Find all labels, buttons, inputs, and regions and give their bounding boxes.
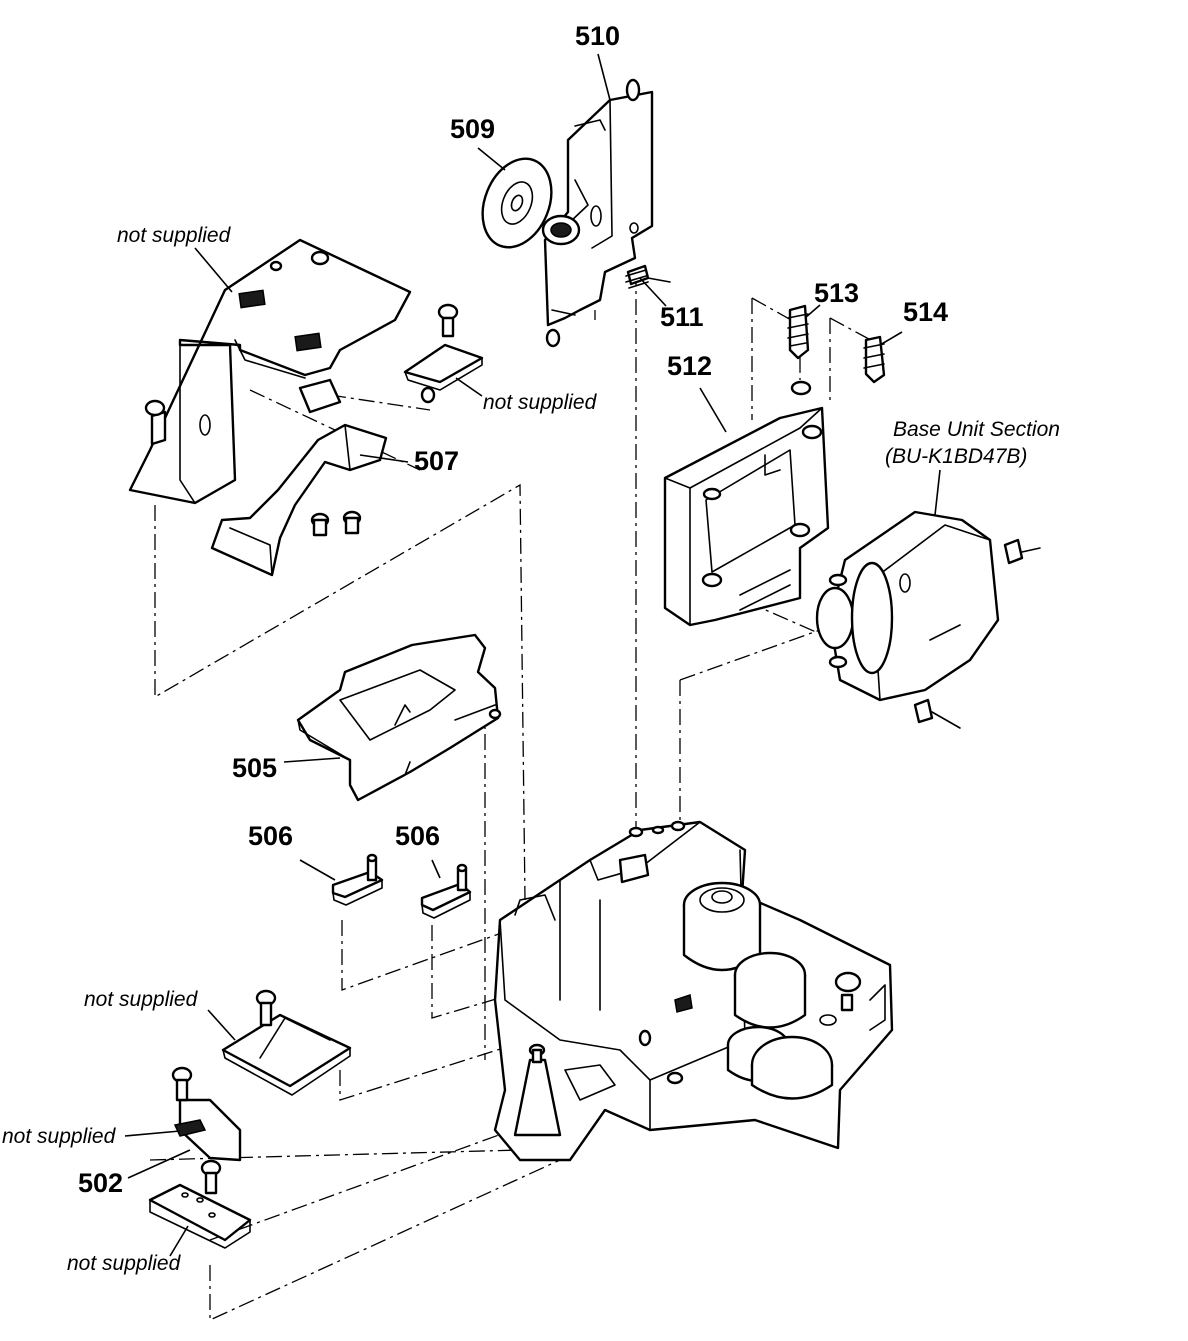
part-507-lever [210,423,388,577]
note-not-supplied-bottom: not supplied [67,1252,182,1275]
part-506-pin-right [420,863,472,919]
top-bracket-not-supplied [128,238,412,505]
main-chassis [493,820,894,1162]
label-507: 507 [414,446,459,476]
part-505-slider [296,633,502,802]
label-502: 502 [78,1168,123,1198]
note-labels: not supplied not supplied not supplied n… [2,224,1060,1275]
note-base-unit-title: Base Unit Section [893,418,1060,441]
part-511-spring [625,264,671,289]
small-plate-not-supplied [403,303,484,404]
label-512: 512 [667,351,712,381]
part-513-spring [787,304,810,360]
label-506-left: 506 [248,821,293,851]
label-509: 509 [450,114,495,144]
part-509-disc [481,157,581,249]
part-506-pin-left [331,853,384,906]
label-511: 511 [660,302,704,332]
part-number-labels: 510 509 511 512 513 514 507 505 506 506 … [78,21,948,1198]
label-506-right: 506 [395,821,440,851]
bottom-bracket-not-supplied [148,1159,252,1249]
label-514: 514 [903,297,948,327]
label-505: 505 [232,753,277,783]
part-510-holder-plate [543,78,654,348]
lower-plate-not-supplied [221,989,352,1096]
leader-lines [124,53,941,1257]
label-513: 513 [814,278,859,308]
label-510: 510 [575,21,620,51]
part-512-frame [663,380,830,627]
note-not-supplied-left: not supplied [2,1125,117,1148]
part-502-clip [171,1066,242,1162]
note-not-supplied-lower: not supplied [84,988,199,1011]
note-not-supplied-top: not supplied [117,224,232,247]
note-not-supplied-mid: not supplied [483,391,598,414]
note-base-unit-model: (BU-K1BD47B) [885,445,1027,468]
base-unit-section [815,510,1041,729]
